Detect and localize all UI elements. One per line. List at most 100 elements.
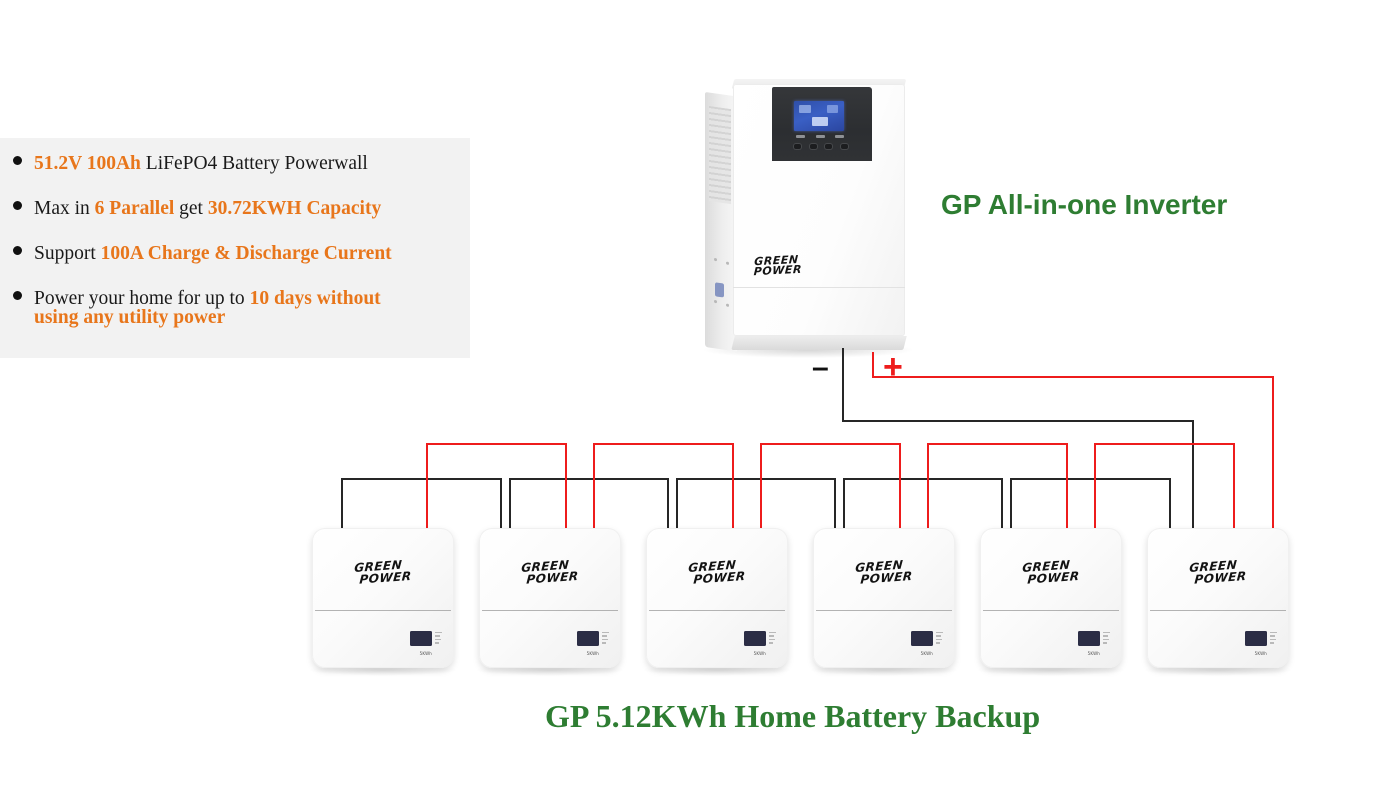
inverter-vent-slots (709, 106, 731, 205)
battery-seam-line (482, 610, 618, 612)
wire-positive-b5-leg-in (1066, 443, 1068, 529)
battery-brand-line2: POWER (525, 568, 580, 587)
bullet-icon (0, 242, 34, 255)
battery-model-text: 5KWh (920, 651, 933, 656)
inverter-side-connector (712, 273, 728, 301)
wire-positive-b2-leg-in (565, 443, 567, 529)
battery-brand-line2: POWER (859, 568, 914, 587)
wire-positive-b1-leg (426, 444, 428, 529)
feature-plain: Max in (34, 198, 95, 219)
wire-positive-bridge-1 (426, 443, 567, 445)
lcd-icon (812, 117, 828, 126)
feature-item: Power your home for up to 10 days withou… (0, 287, 470, 311)
battery-model-text: 5KWh (419, 651, 432, 656)
inverter-buttons[interactable] (794, 144, 848, 151)
battery-seam-line (315, 610, 451, 612)
wire-positive-b2-leg (593, 444, 595, 529)
wire-positive-bridge-3 (760, 443, 901, 445)
battery-indicator-bars (1270, 632, 1277, 645)
gp-all-in-one-inverter: GREEN POWER (700, 79, 915, 359)
battery-brand-line2: POWER (1026, 568, 1081, 587)
inverter-title-label: GP All-in-one Inverter (941, 189, 1228, 220)
battery-brand-line2: POWER (692, 568, 747, 587)
feature-item: Support 100A Charge & Discharge Current (0, 242, 470, 287)
battery-title-label: GP 5.12KWh Home Battery Backup (545, 698, 1041, 734)
battery-display-screen (1245, 631, 1267, 646)
battery-seam-line (649, 610, 785, 612)
wire-positive-main-drop (872, 352, 874, 378)
feature-item: 51.2V 100Ah LiFePO4 Battery Powerwall (0, 152, 470, 197)
feature-plain: LiFePO4 Battery Powerwall (145, 153, 368, 174)
bullet-icon (0, 152, 34, 165)
battery-model-text: 5KWh (1087, 651, 1100, 656)
battery-seam-line (983, 610, 1119, 612)
battery-display-screen (911, 631, 933, 646)
wire-positive-main-to-battery (1272, 376, 1274, 534)
battery-indicator-bars (435, 632, 442, 645)
feature-highlight: 6 Parallel (94, 198, 180, 219)
feature-highlight: 30.72KWH Capacity (207, 198, 382, 219)
battery-model-text: 5KWh (1254, 651, 1267, 656)
wire-negative-b4-leg-in (834, 478, 836, 529)
wire-negative-bridge-3 (676, 478, 835, 480)
battery-display-screen (577, 631, 599, 646)
wire-positive-b4-leg-in (899, 443, 901, 529)
inverter-positive-terminal-label: + (883, 348, 903, 386)
wire-negative-bridge-5 (1010, 478, 1170, 480)
wire-positive-main-run (872, 376, 1274, 378)
wire-negative-bridge-1 (341, 478, 501, 480)
feature-text-1: Max in 6 Parallel get 30.72KWH Capacity (34, 197, 470, 221)
feature-text-0: 51.2V 100Ah LiFePO4 Battery Powerwall (34, 152, 470, 176)
feature-text-2: Support 100A Charge & Discharge Current (34, 242, 470, 266)
wire-positive-b3-leg (760, 444, 762, 529)
battery-brand-line2: POWER (1193, 568, 1248, 587)
battery-indicator-bars (1103, 632, 1110, 645)
wire-negative-b5-leg-in (1001, 478, 1003, 529)
battery-seam-line (1150, 610, 1286, 612)
feature-highlight: 51.2V 100Ah (34, 153, 146, 174)
feature-plain: Support (34, 243, 101, 264)
inverter-brand-logo: GREEN POWER (753, 252, 803, 279)
wire-negative-b6-leg-in (1169, 478, 1171, 529)
feature-plain: Power your home for up to (34, 288, 250, 309)
wire-negative-main-to-battery (1192, 420, 1194, 530)
inverter-status-leds (796, 135, 844, 140)
feature-text-3-line2: using any utility power (34, 307, 226, 329)
wire-negative-main-run (842, 420, 1194, 422)
wire-positive-bridge-5 (1094, 443, 1235, 445)
inverter-negative-terminal-label: – (812, 351, 829, 384)
battery-model-text: 5KWh (753, 651, 766, 656)
wire-positive-b3-leg-in (732, 443, 734, 529)
battery-model-text: 5KWh (586, 651, 599, 656)
wire-negative-b4-leg (843, 479, 845, 529)
wire-positive-b4-leg (927, 444, 929, 529)
bullet-icon (0, 197, 34, 210)
wire-negative-b3-leg-in (667, 478, 669, 529)
wire-positive-b5-leg (1094, 444, 1096, 529)
wire-negative-main-drop (842, 348, 844, 422)
feature-highlight: 100A Charge & Discharge Current (100, 243, 392, 264)
bullet-icon (0, 287, 34, 300)
wire-positive-b6-leg-in (1233, 443, 1235, 529)
wire-positive-bridge-2 (593, 443, 734, 445)
inverter-control-panel (772, 87, 872, 161)
battery-indicator-bars (936, 632, 943, 645)
wire-negative-bridge-2 (509, 478, 668, 480)
feature-list-panel: 51.2V 100Ah LiFePO4 Battery Powerwall Ma… (0, 138, 470, 358)
wire-negative-b1-leg (341, 479, 343, 529)
battery-brand-line2: POWER (358, 568, 413, 587)
battery-indicator-bars (769, 632, 776, 645)
inverter-seam-line (733, 287, 905, 288)
